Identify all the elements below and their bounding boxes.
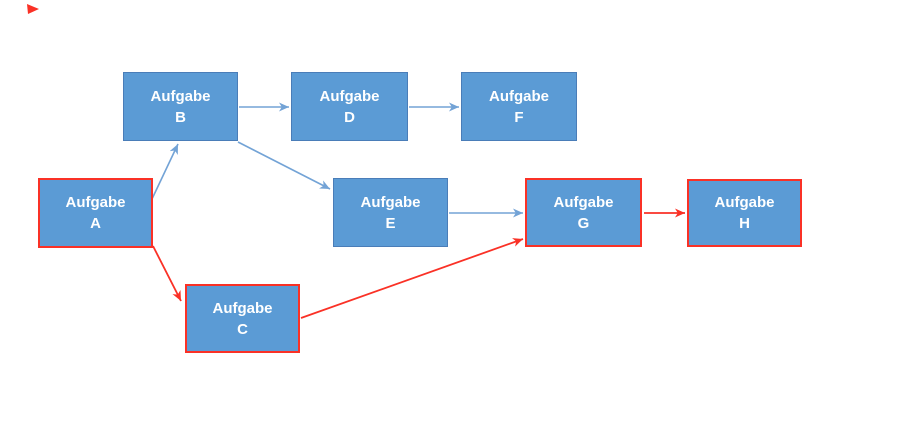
- corner-marker-icon: [27, 4, 39, 14]
- task-node-c[interactable]: Aufgabe C: [185, 284, 300, 353]
- task-node-d-label: Aufgabe D: [319, 87, 380, 126]
- task-node-f[interactable]: Aufgabe F: [461, 72, 577, 141]
- task-node-a[interactable]: Aufgabe A: [38, 178, 153, 248]
- task-node-f-label: Aufgabe F: [489, 87, 549, 126]
- task-node-a-label: Aufgabe A: [65, 194, 126, 232]
- connector-a-b[interactable]: [151, 143, 179, 200]
- task-node-e-label: Aufgabe E: [360, 193, 421, 232]
- connector-c-g[interactable]: [300, 238, 524, 319]
- task-node-d[interactable]: Aufgabe D: [291, 72, 408, 141]
- connector-b-e[interactable]: [237, 141, 331, 190]
- task-node-e[interactable]: Aufgabe E: [333, 178, 448, 247]
- task-node-g[interactable]: Aufgabe G: [525, 178, 642, 247]
- task-node-h[interactable]: Aufgabe H: [687, 179, 802, 247]
- task-node-c-label: Aufgabe C: [212, 299, 273, 338]
- task-node-h-label: Aufgabe H: [714, 194, 775, 232]
- task-node-g-label: Aufgabe G: [553, 193, 614, 232]
- task-node-b-label: Aufgabe B: [150, 87, 211, 126]
- task-node-b[interactable]: Aufgabe B: [123, 72, 238, 141]
- connector-a-c[interactable]: [152, 245, 182, 302]
